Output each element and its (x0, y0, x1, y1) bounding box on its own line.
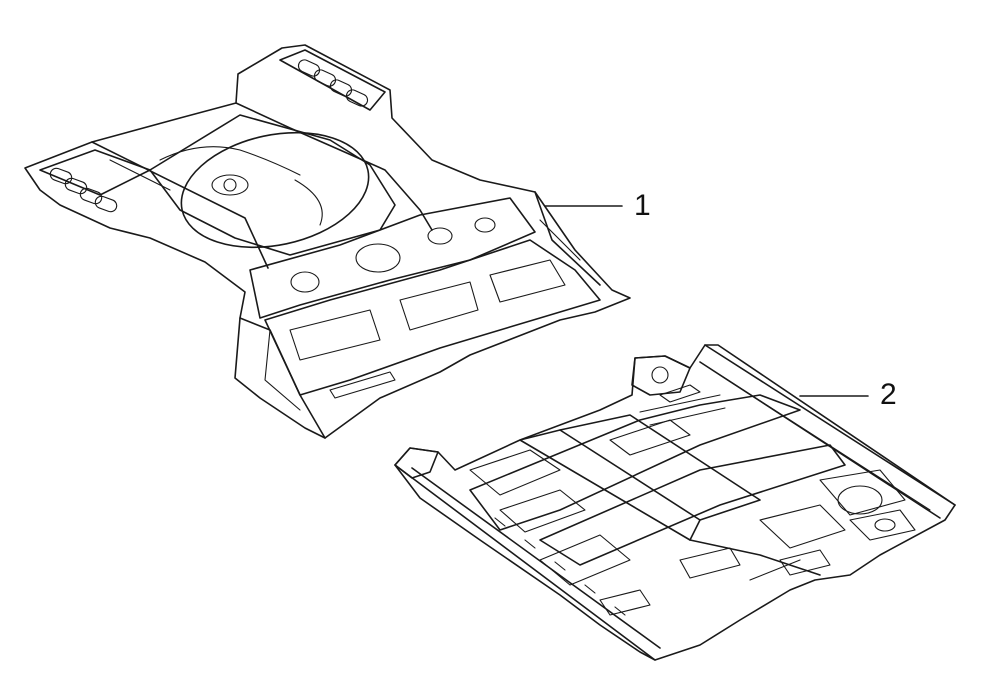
callout-number-1: 1 (634, 189, 651, 222)
callout-number-2: 2 (880, 378, 897, 411)
part-2-front-floor-pan (394, 344, 956, 661)
part-1-rear-floor-pan (24, 44, 631, 439)
